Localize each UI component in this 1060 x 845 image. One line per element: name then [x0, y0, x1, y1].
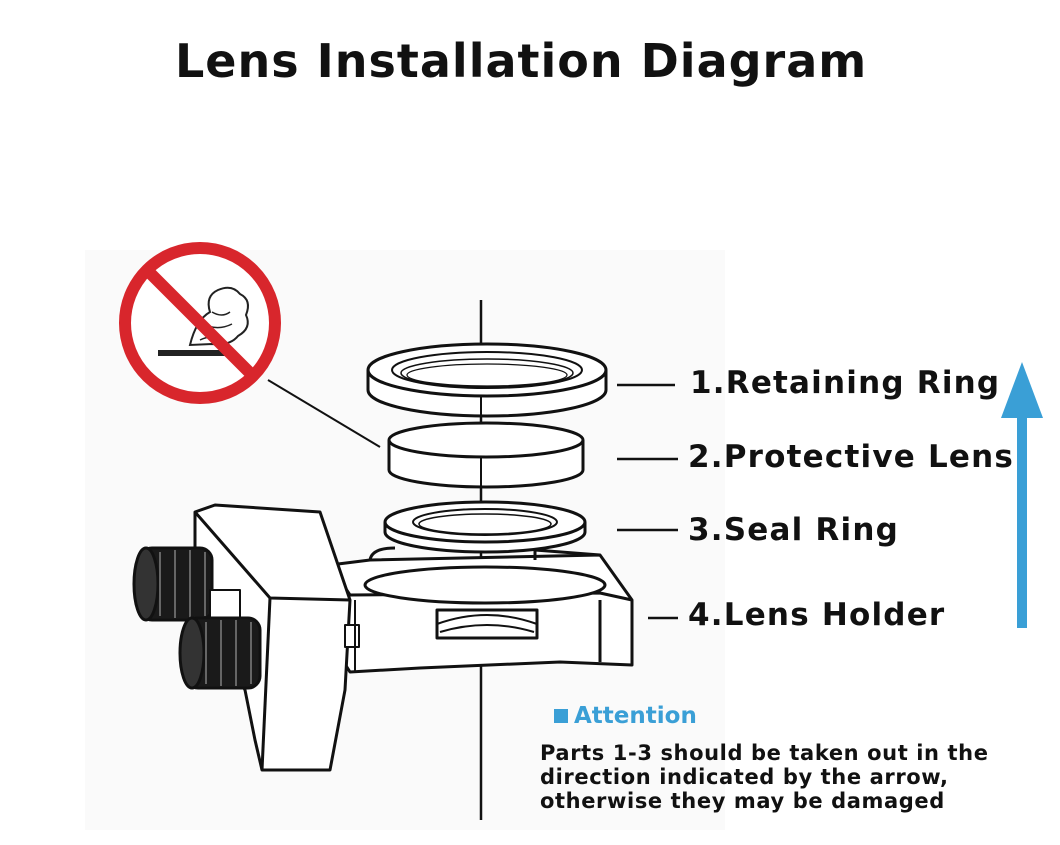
label-lens-holder: 4.Lens Holder: [688, 597, 945, 633]
label-retaining-ring: 1.Retaining Ring: [690, 365, 1000, 401]
attention-line: direction indicated by the arrow,: [540, 765, 1050, 789]
attention-square-icon: [554, 709, 568, 723]
attention-heading: Attention: [554, 703, 697, 729]
adjustment-knob-upper: [134, 548, 212, 620]
attention-note: Parts 1-3 should be taken out in the dir…: [540, 741, 1050, 813]
no-touch-prohibition-icon: [125, 248, 275, 398]
attention-line: Parts 1-3 should be taken out in the: [540, 741, 1050, 765]
seal-ring: [385, 502, 585, 552]
attention-title: Attention: [574, 703, 697, 729]
adjustment-knob-lower: [180, 618, 260, 688]
label-seal-ring: 3.Seal Ring: [688, 512, 899, 548]
up-arrow-icon: [1001, 362, 1043, 628]
label-protective-lens: 2.Protective Lens: [688, 439, 1014, 475]
protective-lens: [389, 423, 583, 487]
attention-line: otherwise they may be damaged: [540, 789, 1050, 813]
retaining-ring: [368, 344, 606, 416]
